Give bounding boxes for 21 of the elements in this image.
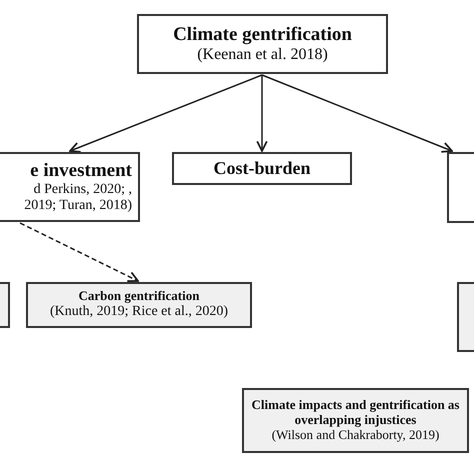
box-heading: Climate impacts and gentrification as overlapping injustices	[250, 398, 460, 428]
box-heading: Cost-burden	[213, 158, 310, 179]
box-heading: Climate gentrification	[173, 24, 352, 46]
citation-text: (Keenan et al. 2018)	[197, 46, 328, 64]
citation-text: (Knuth, 2019; Rice et al., 2020)	[50, 304, 228, 321]
process-box	[172, 152, 352, 185]
process-box	[26, 282, 252, 328]
process-box	[242, 388, 469, 453]
box-heading: Carbon gentrification	[78, 289, 200, 304]
citation-text: d Perkins, 2020; , 2019; Turan, 2018)	[23, 182, 132, 214]
empty-box	[447, 152, 474, 223]
arrow	[69, 74, 262, 153]
process-box	[137, 14, 388, 74]
citation-text: (Wilson and Chakraborty, 2019)	[272, 428, 440, 443]
arrow	[20, 222, 139, 282]
empty-box	[457, 282, 474, 352]
process-box	[0, 152, 140, 222]
arrow	[256, 75, 268, 152]
arrow	[262, 74, 453, 153]
box-heading: e investment	[30, 160, 132, 182]
empty-box	[0, 282, 10, 328]
